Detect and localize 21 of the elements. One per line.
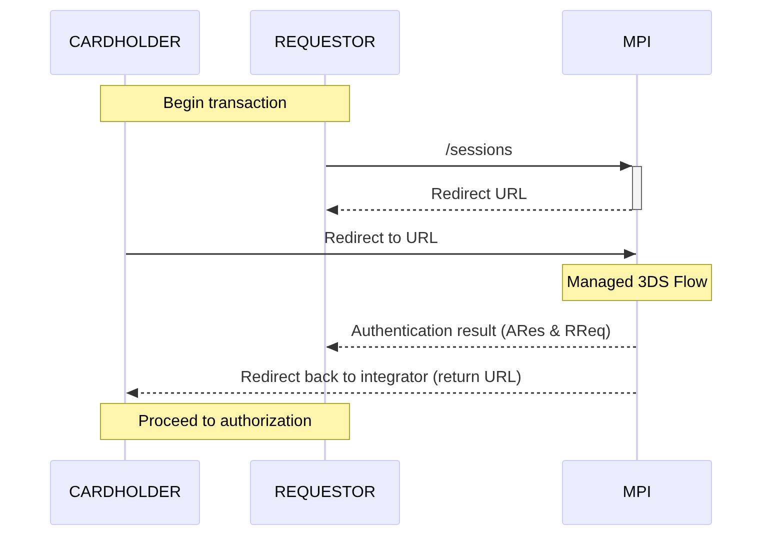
activation-bar [632,166,642,210]
participant-box: MPI [562,10,712,75]
note-box: Proceed to authorization [100,403,350,440]
participant-box: CARDHOLDER [50,460,200,525]
edge-label: Redirect to URL [324,230,438,248]
participant-box: REQUESTOR [250,10,400,75]
note-box: Begin transaction [100,85,350,122]
arrow [326,342,636,352]
edge-label: Redirect back to integrator (return URL) [240,369,522,387]
edge-label: /sessions [446,142,512,160]
arrow [326,161,632,171]
participant-box: MPI [562,460,712,525]
participant-box: CARDHOLDER [50,10,200,75]
arrow [126,249,636,259]
lifeline [636,301,638,460]
participant-box: REQUESTOR [250,460,400,525]
edge-label: Redirect URL [430,186,528,204]
note-box: Managed 3DS Flow [562,264,712,301]
arrow [126,388,636,398]
edge-label: Authentication result (ARes & RReq) [351,323,611,341]
arrow [326,205,632,215]
